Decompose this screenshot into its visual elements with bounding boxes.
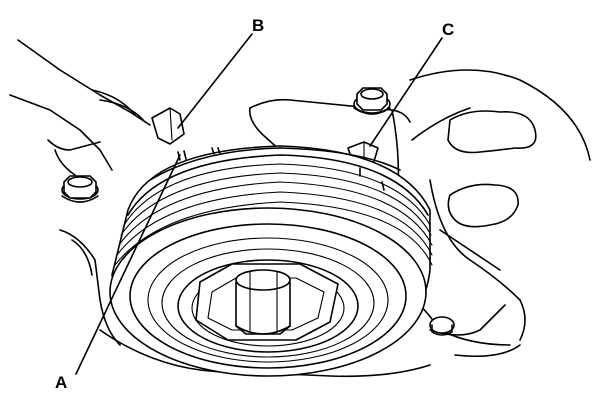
leader-a: [75, 154, 181, 375]
bolt-left: [61, 175, 99, 203]
callout-b: B: [252, 16, 264, 35]
callout-a: A: [55, 373, 67, 392]
pointer-b: [151, 107, 185, 145]
bolt-right: [353, 87, 391, 115]
callout-c: C: [442, 20, 454, 39]
leader-c: [369, 37, 443, 147]
leader-lines: [75, 33, 443, 375]
crankshaft-pulley: [109, 145, 433, 377]
timing-cover: [9, 39, 591, 378]
leader-b: [177, 33, 253, 129]
